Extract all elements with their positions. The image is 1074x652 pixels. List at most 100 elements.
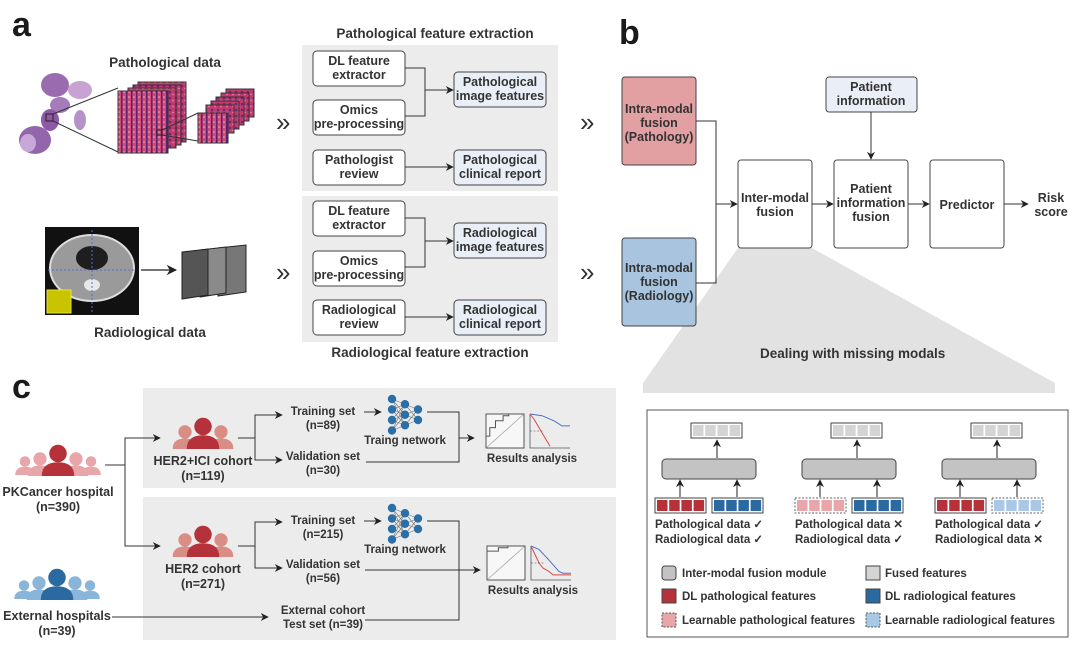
vector-frame: [794, 497, 847, 514]
vector-cell: [845, 425, 856, 436]
pathological-features-vector: [654, 497, 707, 514]
roc-curve: [485, 413, 524, 448]
vector-cell: [985, 425, 996, 436]
vector-cell: [714, 500, 725, 511]
svg-text:Radiological: Radiological: [463, 303, 537, 317]
patch-stack-large: [117, 81, 187, 154]
vector-cell: [973, 425, 984, 436]
validation-set-1-count: (n=30): [306, 465, 340, 477]
vector-frame: [690, 422, 743, 439]
validation-set-2-count: (n=56): [306, 573, 340, 585]
validation-set-1-label: Validation set: [286, 451, 360, 463]
pathological-status: Pathological data ✕: [795, 519, 903, 531]
km-axes: [530, 546, 571, 581]
chevron-icon: »: [276, 107, 290, 137]
scenario-2: Pathological data ✕ Radiological data ✓: [794, 422, 904, 546]
rad-review-box: Radiological review: [312, 299, 406, 336]
vector-frame: [830, 422, 883, 439]
pathological-features-vector: [794, 497, 847, 514]
svg-text:review: review: [340, 167, 379, 181]
svg-text:image features: image features: [456, 89, 544, 103]
person-head: [33, 452, 47, 466]
vector-cell: [890, 500, 902, 511]
neural-network-icon: [387, 394, 423, 435]
person-head: [214, 425, 228, 439]
vector-cell: [1006, 500, 1017, 511]
person-body: [40, 586, 74, 600]
svg-text:Radiological: Radiological: [463, 226, 537, 240]
radiological-status: Radiological data ✓: [795, 534, 903, 546]
training-set-1-label: Training set: [291, 406, 356, 418]
person-head: [18, 580, 30, 591]
network-node: [413, 524, 423, 534]
vector-cell: [878, 500, 889, 511]
svg-text:clinical report: clinical report: [459, 167, 542, 181]
external-test-label: External cohort: [281, 605, 366, 617]
rad-clinical-report-box: Radiological clinical report: [453, 299, 547, 336]
svg-text:review: review: [340, 317, 379, 331]
vector-cell: [833, 425, 844, 436]
rad-dl-extractor-box: DL feature extractor: [312, 200, 406, 237]
km-curve-red: [529, 413, 551, 447]
svg-text:Patient: Patient: [850, 80, 893, 94]
scenario-3: Pathological data ✓Radiological data ✕: [934, 422, 1044, 546]
results-analysis-charts: [486, 545, 571, 581]
vector-cell: [869, 425, 881, 436]
external-test-count: Test set (n=39): [283, 619, 363, 631]
network-node: [400, 410, 410, 419]
intra-modal-radiology-box: Intra-modal fusion (Radiology): [621, 237, 697, 327]
person-head: [48, 568, 66, 587]
vector-frame: [970, 422, 1023, 439]
patient-information-box: Patient information: [825, 76, 918, 113]
external-hospitals-people-icon: [14, 568, 100, 600]
person-head: [49, 444, 67, 463]
patient-information-fusion-box: Patient information fusion: [833, 159, 909, 249]
network-node: [387, 535, 397, 544]
chevron-icon: »: [580, 107, 594, 137]
svg-text:extractor: extractor: [332, 218, 386, 232]
person-head: [69, 452, 83, 466]
her2-ici-label: HER2+ICI cohort: [154, 454, 254, 468]
vector-cell: [693, 425, 704, 436]
person-head: [178, 533, 192, 547]
intra-modal-pathology-box: Intra-modal fusion (Pathology): [621, 76, 697, 166]
vector-cell: [866, 500, 877, 511]
km-axes: [529, 414, 570, 449]
fused-features-vector: [690, 422, 743, 439]
svg-text:information: information: [837, 196, 906, 210]
neural-network-icon: [387, 503, 423, 544]
svg-text:DL pathological features: DL pathological features: [682, 591, 816, 603]
person-head: [214, 533, 228, 547]
legend-item-dl-radiological: DL radiological features: [865, 588, 1016, 604]
vector-cell: [833, 500, 845, 511]
radiological-status: Radiological data ✓: [655, 534, 763, 546]
vector-cell: [973, 500, 985, 511]
vector-frame: [711, 497, 764, 514]
svg-text:Learnable pathological feature: Learnable pathological features: [682, 615, 855, 627]
svg-text:Inter-modal: Inter-modal: [741, 191, 809, 205]
validation-set-2-label: Validation set: [286, 559, 360, 571]
km-curve-blue: [530, 545, 571, 574]
svg-text:DL feature: DL feature: [328, 54, 390, 68]
panel-a-letter: a: [12, 6, 32, 44]
vector-cell: [854, 500, 865, 511]
network-node: [387, 426, 397, 435]
svg-text:Predictor: Predictor: [940, 198, 995, 212]
vector-cell: [705, 425, 716, 436]
training-set-2-label: Training set: [291, 515, 356, 527]
scenarios-group: Pathological data ✓Radiological data ✓Pa…: [654, 422, 1044, 546]
pathological-status: Pathological data ✓: [935, 519, 1043, 531]
fused-features-vector: [970, 422, 1023, 439]
pk-hospital-count: (n=390): [36, 500, 80, 514]
svg-text:Patient: Patient: [850, 182, 893, 196]
fused-features-vector: [830, 422, 883, 439]
network-node: [413, 514, 423, 523]
roc-diagonal: [485, 413, 525, 449]
network-node: [387, 524, 397, 534]
panel-c-letter: c: [12, 368, 31, 406]
person-head: [68, 576, 82, 590]
path-review-box: Pathologist review: [312, 149, 406, 186]
training-network-label-1: Traing network: [364, 435, 446, 447]
vector-cell: [693, 500, 705, 511]
vector-cell: [657, 500, 668, 511]
